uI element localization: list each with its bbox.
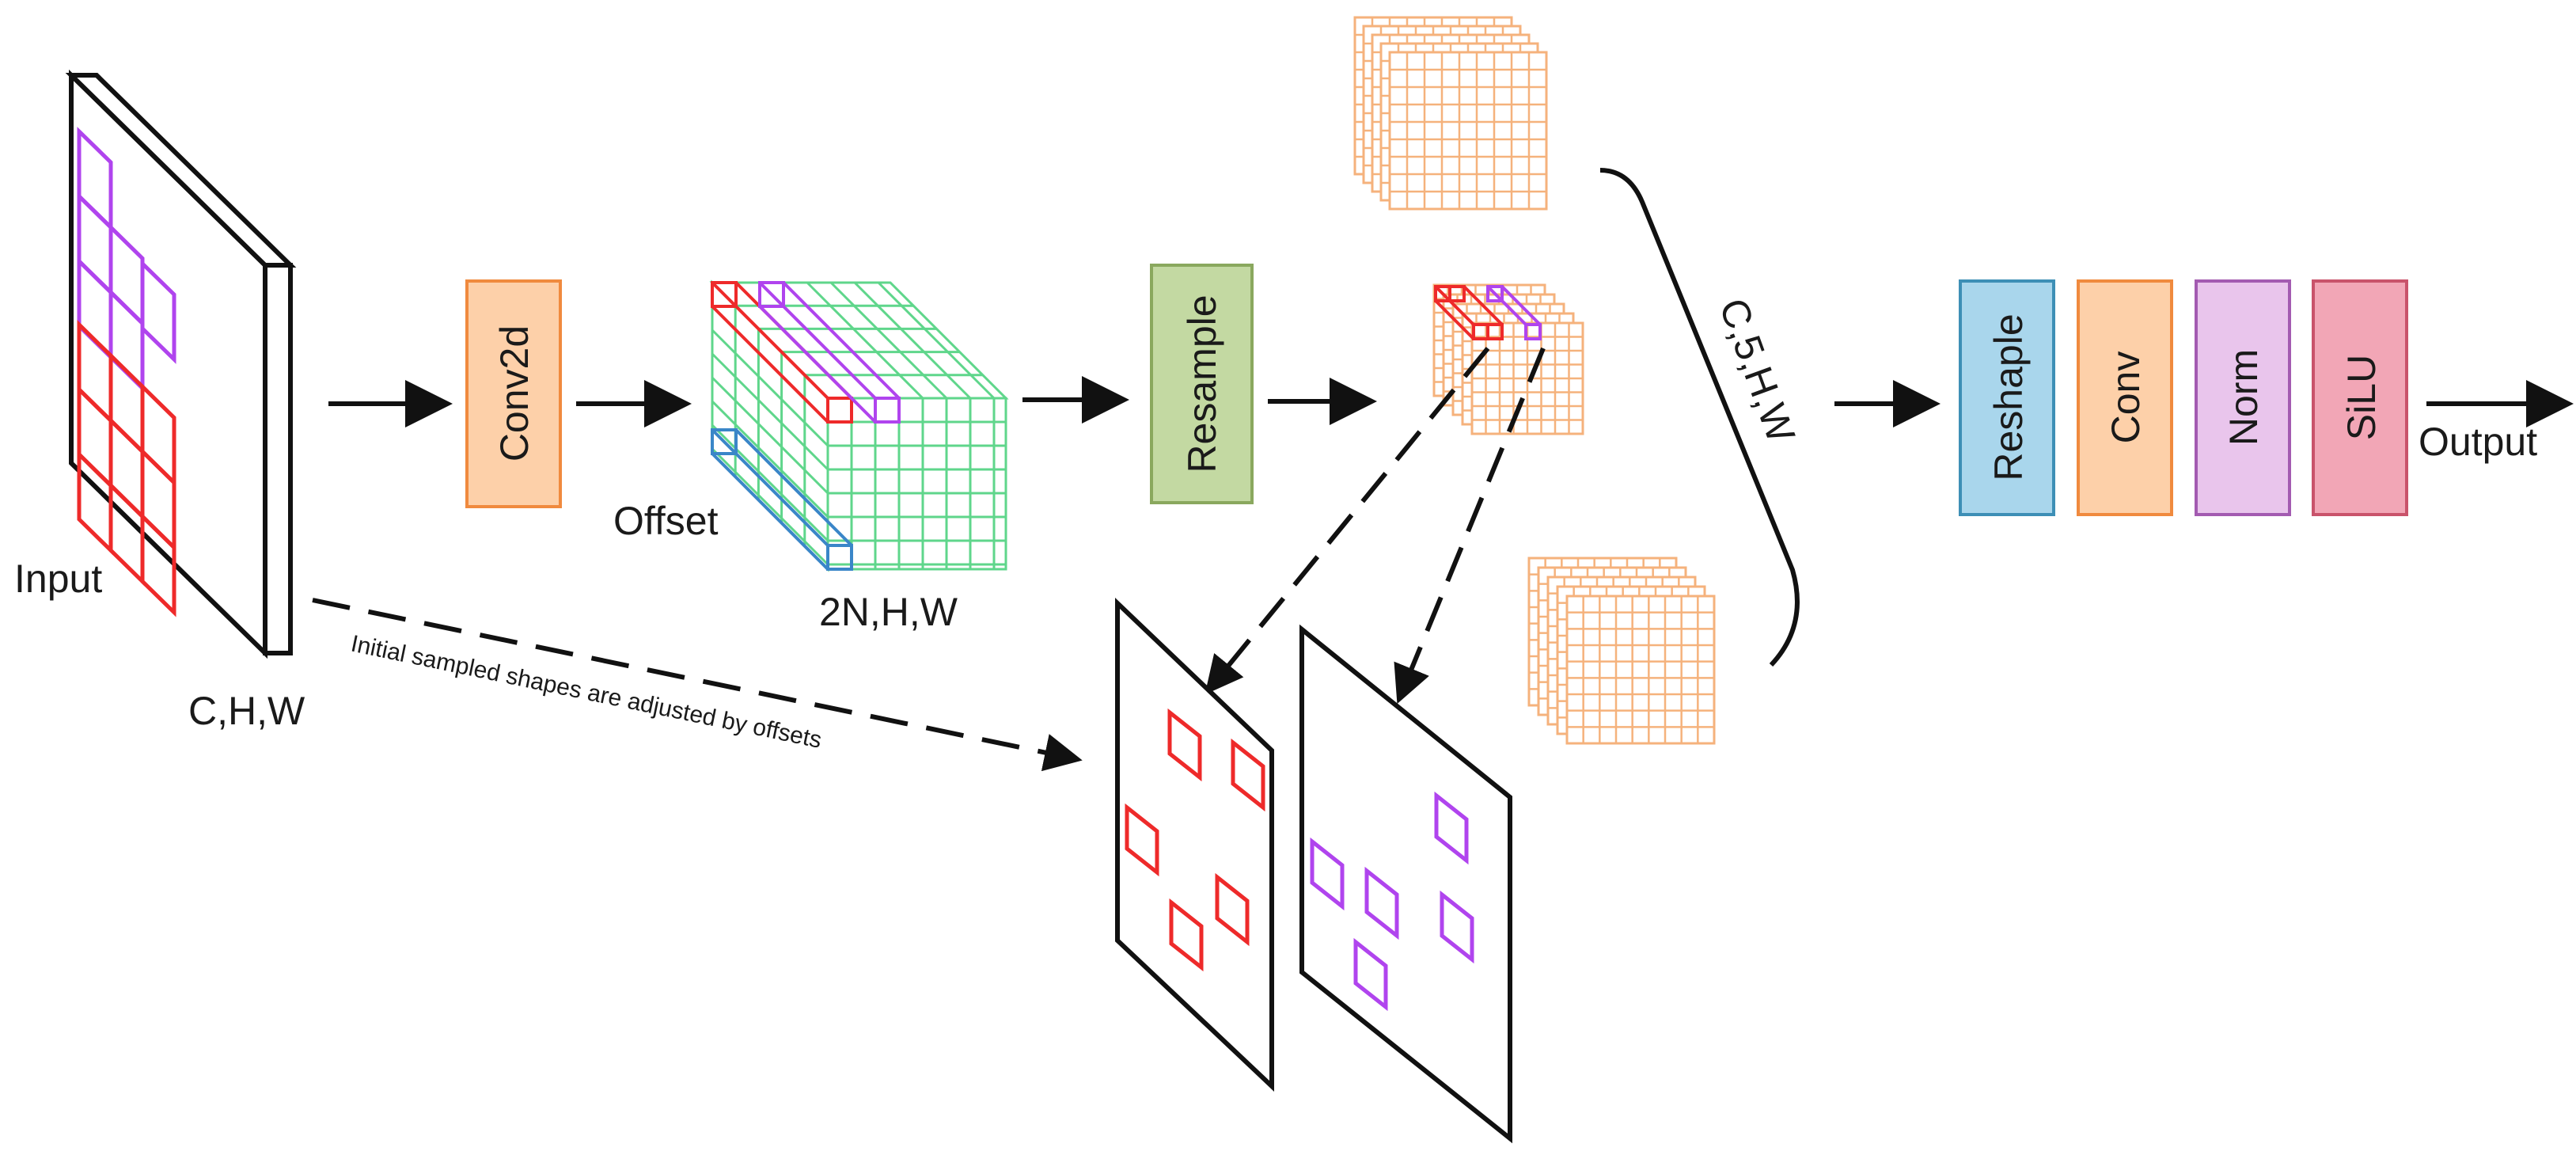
resample-label: Resample xyxy=(1180,294,1224,473)
offset-tensor xyxy=(709,279,1009,572)
dashed-arrow-offset-adjust xyxy=(312,598,1083,772)
sample-panel-purple xyxy=(1299,624,1512,1144)
input-red-cell xyxy=(140,511,176,617)
conv-block: Conv xyxy=(2077,279,2173,516)
purple-sampled-shape xyxy=(1434,791,1469,865)
norm-block: Norm xyxy=(2195,279,2291,516)
input-label: Input xyxy=(14,557,102,601)
red-sampled-shape xyxy=(1215,872,1250,947)
silu-block: SiLU xyxy=(2312,279,2408,516)
input-purple-cell xyxy=(140,259,176,364)
input-dims-label: C,H,W xyxy=(188,689,305,733)
sampled-stack-bottom xyxy=(1527,557,1716,745)
purple-sampled-shape xyxy=(1353,937,1388,1012)
reshape-block: Reshaple xyxy=(1959,279,2055,516)
purple-sampled-shape xyxy=(1440,890,1474,964)
offset-dims-label: 2N,H,W xyxy=(819,590,958,634)
offset-label: Offset xyxy=(613,499,719,543)
dashed-arrow-red-samples xyxy=(1205,347,1490,695)
purple-sampled-shape xyxy=(1364,866,1399,940)
red-sampled-shape xyxy=(1167,708,1202,782)
input-feature-map xyxy=(65,69,297,659)
dashed-arrow-purple-samples xyxy=(1394,347,1546,705)
stack-highlight xyxy=(1434,285,1542,340)
stack-dims-label: C,5,H,W xyxy=(1711,293,1804,449)
stack-bracket xyxy=(1599,168,1800,667)
sample-panel-red xyxy=(1115,597,1274,1092)
output-label: Output xyxy=(2419,420,2537,464)
conv2d-label: Conv2d xyxy=(492,325,537,462)
red-sampled-shape xyxy=(1125,803,1159,877)
red-sampled-shape xyxy=(1169,898,1204,972)
sampled-stack-top xyxy=(1353,16,1548,211)
norm-label: Norm xyxy=(2221,349,2266,446)
red-sampled-shape xyxy=(1231,738,1265,812)
conv2d-block: Conv2d xyxy=(465,279,562,508)
reshape-label: Reshaple xyxy=(1986,313,2031,481)
conv-label: Conv xyxy=(2104,351,2148,444)
resample-block: Resample xyxy=(1150,264,1254,504)
input-purple-cell xyxy=(77,127,113,232)
silu-label: SiLU xyxy=(2339,355,2384,440)
purple-sampled-shape xyxy=(1310,837,1345,911)
offset-adjust-note: Initial sampled shapes are adjusted by o… xyxy=(349,631,825,754)
